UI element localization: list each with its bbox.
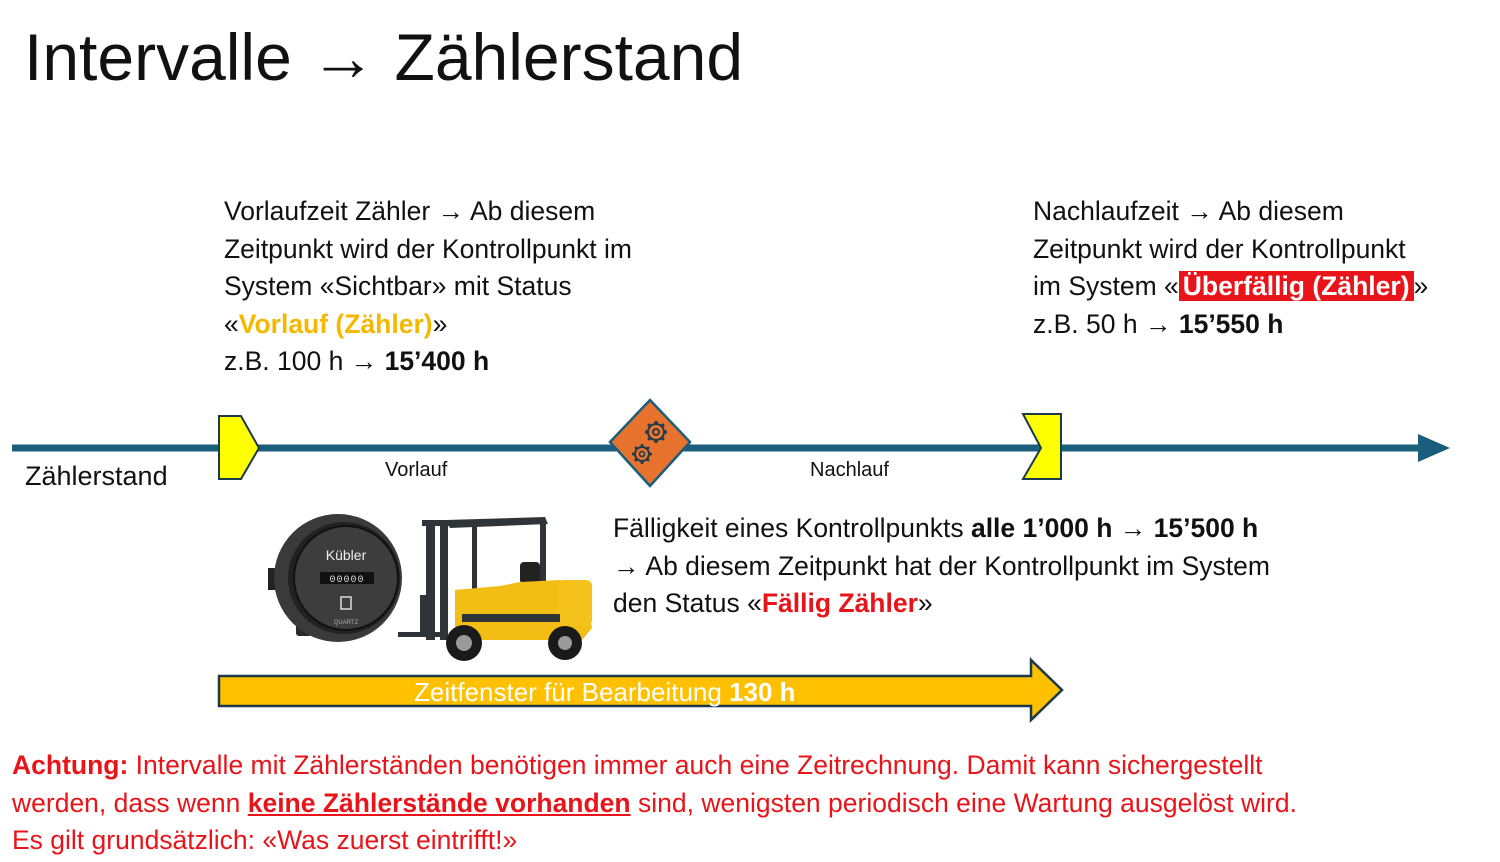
counter-sub: QUARTZ bbox=[334, 620, 359, 626]
nachlauf-line-1: Nachlaufzeit → Ab diesem bbox=[1033, 196, 1344, 226]
vorlauf-line-3: System «Sichtbar» mit Status bbox=[224, 271, 572, 301]
vorlauf-status: Vorlauf (Zähler) bbox=[238, 308, 433, 339]
warning-note: Achtung: Intervalle mit Zählerständen be… bbox=[12, 747, 1297, 860]
warning-line-1: Achtung: Intervalle mit Zählerständen be… bbox=[12, 750, 1263, 780]
vorlauf-description: Vorlaufzeit Zähler → Ab diesem Zeitpunkt… bbox=[224, 193, 632, 381]
vorlauf-line-1: Vorlaufzeit Zähler → Ab diesem bbox=[224, 196, 596, 226]
gear-diamond bbox=[608, 398, 692, 488]
nachlauf-line-2: Zeitpunkt wird der Kontrollpunkt bbox=[1033, 233, 1406, 264]
vorlauf-line-5: z.B. 100 h → 15’400 h bbox=[224, 346, 490, 376]
nachlauf-label: Nachlauf bbox=[810, 459, 889, 481]
nachlauf-line-3: im System «Überfällig (Zähler)» bbox=[1033, 271, 1429, 301]
vorlauf-marker bbox=[218, 415, 261, 480]
timeline-arrowhead-icon bbox=[1418, 434, 1450, 462]
faelligkeit-description: Fälligkeit eines Kontrollpunkts alle 1’0… bbox=[613, 510, 1270, 623]
nachlauf-status: Überfällig (Zähler) bbox=[1178, 271, 1414, 301]
warning-line-2: werden, dass wenn keine Zählerstände vor… bbox=[12, 787, 1297, 818]
right-arrow-icon: → bbox=[1144, 308, 1172, 339]
counter-digits: 00000 bbox=[329, 575, 364, 586]
counter-brand: Kübler bbox=[326, 547, 367, 563]
right-arrow-icon: → bbox=[613, 550, 640, 581]
page-title: Intervalle → Zählerstand bbox=[24, 18, 743, 96]
vorlauf-line-4: «Vorlauf (Zähler)» bbox=[224, 308, 448, 339]
time-window-arrow bbox=[217, 657, 1064, 723]
nachlauf-description: Nachlaufzeit → Ab diesem Zeitpunkt wird … bbox=[1033, 193, 1428, 343]
right-arrow-icon: → bbox=[437, 196, 465, 226]
right-arrow-icon: → bbox=[350, 346, 378, 376]
time-window-label: Zeitfenster für Bearbeitung 130 h bbox=[414, 677, 796, 707]
faellig-interval: alle 1’000 h bbox=[970, 513, 1113, 543]
nachlauf-line-4: z.B. 50 h → 15’550 h bbox=[1033, 308, 1284, 339]
gear-icon bbox=[632, 444, 652, 464]
gear-icon bbox=[645, 421, 667, 443]
warning-line-3: Es gilt grundsätzlich: «Was zuerst eintr… bbox=[12, 825, 518, 855]
title-left: Intervalle bbox=[24, 20, 292, 94]
faellig-line-3: den Status «Fällig Zähler» bbox=[613, 588, 933, 618]
right-arrow-icon: → bbox=[1119, 513, 1147, 543]
forklift-image bbox=[398, 517, 592, 661]
nachlauf-value: 15’550 h bbox=[1178, 308, 1284, 339]
faellig-value: 15’500 h bbox=[1153, 513, 1259, 543]
time-window-value: 130 h bbox=[729, 677, 796, 707]
title-arrow-icon: → bbox=[310, 20, 377, 94]
faellig-line-2: → Ab diesem Zeitpunkt hat der Kontrollpu… bbox=[613, 550, 1270, 581]
faellig-line-1: Fälligkeit eines Kontrollpunkts alle 1’0… bbox=[613, 513, 1259, 543]
vorlauf-line-2: Zeitpunkt wird der Kontrollpunkt im bbox=[224, 233, 632, 264]
warning-emphasis: keine Zählerstände vorhanden bbox=[247, 787, 631, 818]
hour-counter-image: Kübler 00000 QUARTZ bbox=[268, 514, 402, 642]
title-right: Zählerstand bbox=[394, 20, 744, 94]
nachlauf-marker bbox=[1021, 413, 1062, 480]
right-arrow-icon: → bbox=[1186, 196, 1213, 226]
faellig-status: Fällig Zähler bbox=[761, 588, 918, 618]
axis-label: Zählerstand bbox=[25, 461, 168, 491]
vorlauf-label: Vorlauf bbox=[385, 459, 448, 481]
warning-label: Achtung: bbox=[12, 750, 129, 780]
vorlauf-value: 15’400 h bbox=[384, 346, 490, 376]
